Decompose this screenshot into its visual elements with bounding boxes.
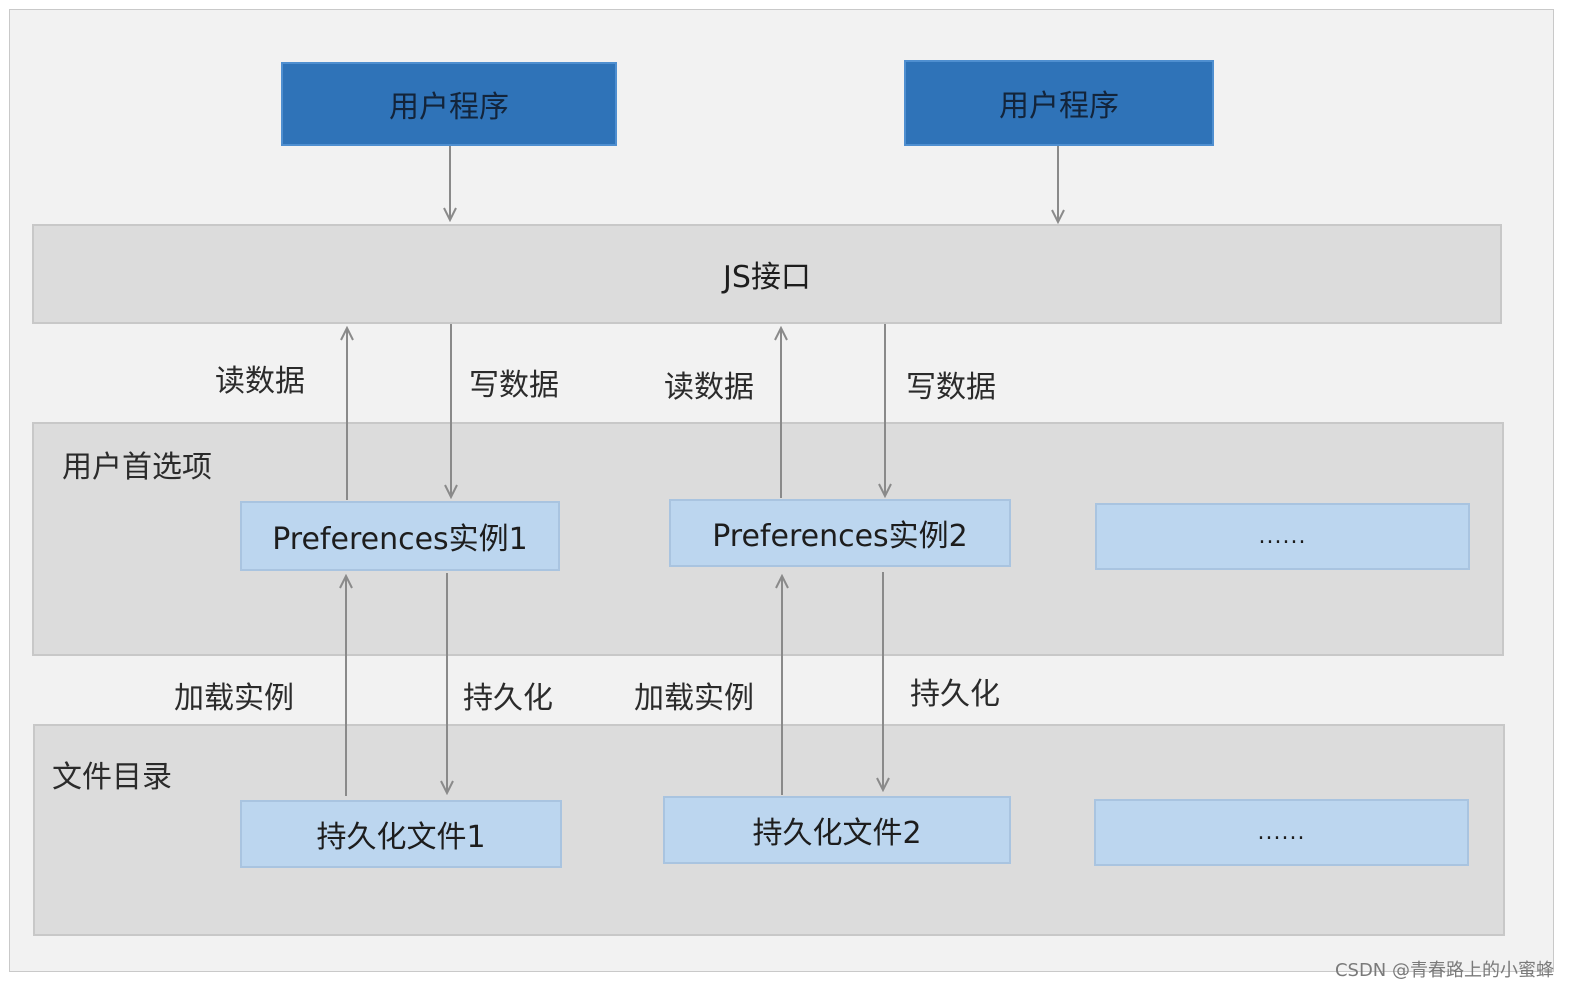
watermark: CSDN @青春路上的小蜜蜂 [1334, 960, 1554, 981]
preferences-instance-2: Preferences实例2 [669, 499, 1011, 567]
preferences-instance-more: ...... [1095, 503, 1470, 570]
user-program-2: 用户程序 [904, 60, 1214, 146]
persistent-file-more: ...... [1094, 799, 1469, 866]
persistent-file-2-label: 持久化文件2 [752, 816, 922, 851]
preferences-instance-1-label: Preferences实例1 [272, 522, 528, 557]
persistent-file-1: 持久化文件1 [240, 800, 562, 868]
persistent-file-1-label: 持久化文件1 [316, 820, 486, 855]
preferences-layer-title: 用户首选项 [62, 450, 212, 485]
user-program-2-label: 用户程序 [999, 89, 1119, 124]
preferences-instance-1: Preferences实例1 [240, 501, 560, 571]
preferences-instance-2-label: Preferences实例2 [712, 519, 968, 554]
file-directory-layer-title: 文件目录 [52, 760, 172, 795]
js-interface-layer: JS接口 [32, 224, 1502, 324]
js-interface-label: JS接口 [723, 260, 811, 295]
persistent-file-more-label: ...... [1257, 820, 1306, 845]
persistent-file-2: 持久化文件2 [663, 796, 1011, 864]
label-load-instance-2: 加载实例 [634, 681, 754, 716]
label-persist-2: 持久化 [910, 677, 1000, 712]
user-program-1: 用户程序 [281, 62, 617, 146]
label-read-data-1: 读数据 [215, 364, 305, 399]
label-persist-1: 持久化 [463, 681, 553, 716]
label-write-data-2: 写数据 [906, 370, 996, 405]
label-write-data-1: 写数据 [469, 368, 559, 403]
user-program-1-label: 用户程序 [389, 90, 509, 125]
preferences-instance-more-label: ...... [1258, 524, 1307, 549]
label-load-instance-1: 加载实例 [174, 681, 294, 716]
label-read-data-2: 读数据 [664, 370, 754, 405]
